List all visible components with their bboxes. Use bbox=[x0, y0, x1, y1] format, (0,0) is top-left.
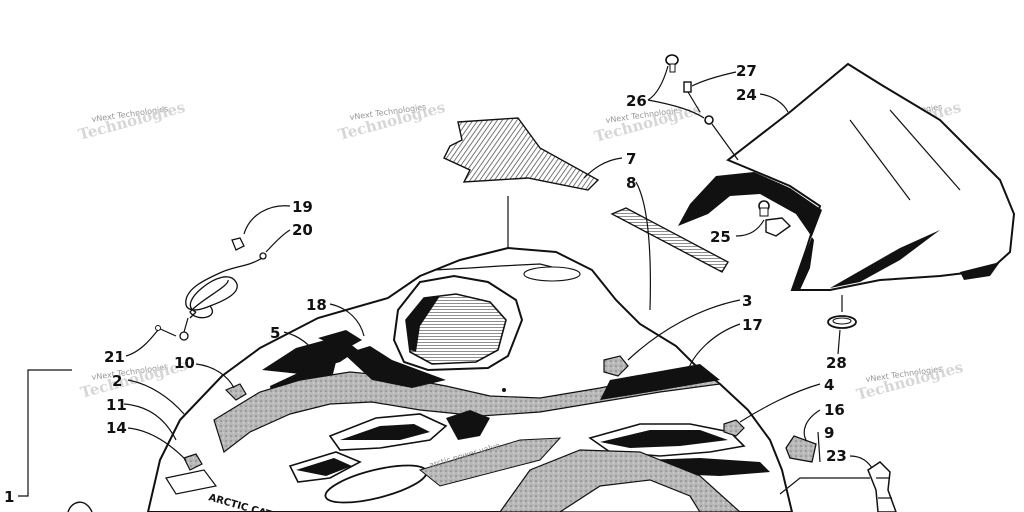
latch-part-23 bbox=[867, 461, 897, 512]
callout-25: 25 bbox=[710, 228, 731, 246]
callout-20: 20 bbox=[292, 221, 313, 239]
callout-24: 24 bbox=[736, 86, 757, 104]
callout-8: 8 bbox=[626, 174, 636, 192]
leader-lines bbox=[18, 65, 873, 497]
screw-part-27 bbox=[683, 81, 739, 161]
grommet-part-28 bbox=[827, 315, 857, 329]
callout-4: 4 bbox=[824, 376, 834, 394]
callout-14: 14 bbox=[106, 419, 127, 437]
callout-18: 18 bbox=[306, 296, 327, 314]
callout-10: 10 bbox=[174, 354, 195, 372]
decal-part-8 bbox=[610, 207, 729, 273]
callout-19: 19 bbox=[292, 198, 313, 216]
windshield-part-24 bbox=[678, 62, 1016, 291]
callout-28: 28 bbox=[826, 354, 847, 372]
callout-7: 7 bbox=[626, 150, 636, 168]
nut-part-26 bbox=[665, 54, 679, 73]
callout-23: 23 bbox=[826, 447, 847, 465]
screw-part-21 bbox=[155, 325, 177, 337]
hood-part-1: arctic power valve ARCTIC CAT bbox=[146, 246, 794, 512]
callout-27: 27 bbox=[736, 62, 757, 80]
decal-part-16 bbox=[785, 435, 817, 463]
callout-16: 16 bbox=[824, 401, 845, 419]
decal-part-4 bbox=[723, 419, 745, 437]
callout-11: 11 bbox=[106, 396, 127, 414]
callout-1: 1 bbox=[4, 488, 14, 506]
tether-cord-part-20 bbox=[179, 237, 267, 341]
decal-part-3 bbox=[603, 355, 629, 377]
callout-21: 21 bbox=[104, 348, 125, 366]
callout-9: 9 bbox=[824, 424, 834, 442]
decal-part-10 bbox=[224, 383, 247, 401]
callout-5: 5 bbox=[270, 324, 280, 342]
callout-labels: 1 2 3 4 5 7 8 9 10 11 14 16 17 18 19 20 … bbox=[4, 62, 847, 506]
callout-2: 2 bbox=[112, 372, 122, 390]
fastener-part-25 bbox=[758, 200, 792, 237]
callout-3: 3 bbox=[742, 292, 752, 310]
hood-edge-fragment bbox=[67, 501, 93, 512]
callout-17: 17 bbox=[742, 316, 763, 334]
callout-26: 26 bbox=[626, 92, 647, 110]
decal-part-7 bbox=[443, 117, 600, 191]
decal-part-14 bbox=[183, 453, 203, 471]
